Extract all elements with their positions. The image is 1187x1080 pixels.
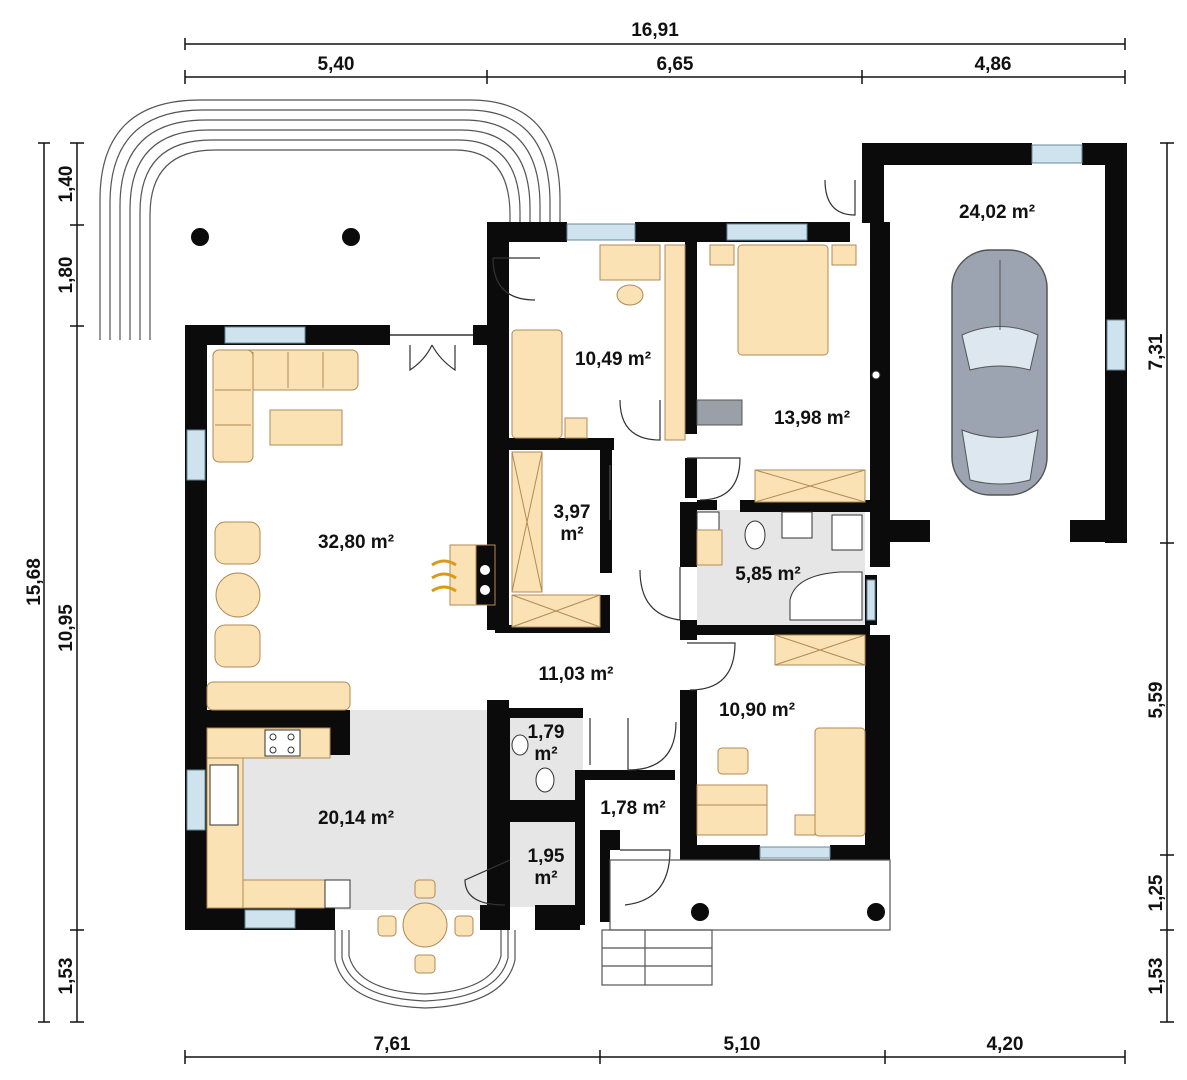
area-vestibule: 1,78 m² xyxy=(600,798,665,819)
car-icon xyxy=(951,249,1048,496)
coffee-table xyxy=(269,409,343,446)
dim-bottom-1: 7,61 xyxy=(374,1034,411,1055)
dim-bottom-3: 4,20 xyxy=(987,1034,1024,1055)
dim-top-total: 16,91 xyxy=(631,20,679,41)
area-kitchen: 20,14 m² xyxy=(318,808,394,829)
windows xyxy=(186,144,1126,929)
chair xyxy=(717,747,749,775)
kitchen-sink xyxy=(209,764,239,826)
area-garage: 24,02 m² xyxy=(959,202,1035,223)
office-bed xyxy=(511,329,563,439)
armchair xyxy=(214,521,261,565)
terrace-column xyxy=(342,228,360,246)
area-living-room: 32,80 m² xyxy=(318,532,394,553)
dim-right-1: 7,31 xyxy=(1146,333,1167,370)
doors xyxy=(390,179,856,906)
dim-top-1: 5,40 xyxy=(318,54,355,75)
dim-left-total: 15,68 xyxy=(24,558,45,606)
porch-column xyxy=(691,903,709,921)
area-pantry-number: 1,95 xyxy=(528,846,565,867)
pantry-floor xyxy=(510,822,583,907)
furniture xyxy=(206,244,866,974)
area-bedroom-2: 10,90 m² xyxy=(719,700,795,721)
dim-right-3: 1,25 xyxy=(1146,874,1167,911)
bay-window xyxy=(334,930,516,1009)
bathtub xyxy=(789,571,863,621)
breakfast-counter xyxy=(206,681,351,711)
dim-left-2: 1,80 xyxy=(56,257,77,294)
area-wardrobe-number: 3,97 xyxy=(554,502,591,523)
dim-left-1: 1,40 xyxy=(56,166,77,203)
dim-top-3: 4,86 xyxy=(975,54,1012,75)
terrace xyxy=(99,99,561,340)
dim-right-2: 5,59 xyxy=(1146,682,1167,719)
dim-left-4: 1,53 xyxy=(56,958,77,995)
single-bed xyxy=(814,727,866,837)
porch xyxy=(601,859,891,986)
dim-top-2: 6,65 xyxy=(657,54,694,75)
area-pantry-unit: m² xyxy=(534,868,557,889)
area-wc-number: 1,79 xyxy=(528,722,565,743)
area-hall: 11,03 m² xyxy=(539,664,614,685)
area-bedroom: 13,98 m² xyxy=(774,408,850,429)
desk xyxy=(696,399,743,426)
terrace-column xyxy=(191,228,209,246)
porch-column xyxy=(867,903,885,921)
area-bathroom: 5,85 m² xyxy=(735,564,800,585)
dim-bottom-2: 5,10 xyxy=(724,1034,761,1055)
area-wardrobe-unit: m² xyxy=(560,524,583,545)
fire-icon xyxy=(431,559,457,593)
armchair xyxy=(214,624,261,668)
dim-left-3: 10,95 xyxy=(56,604,77,652)
double-bed xyxy=(737,244,829,356)
boiler xyxy=(696,529,723,566)
dim-right-4: 1,53 xyxy=(1146,958,1167,995)
area-wc-unit: m² xyxy=(534,744,557,765)
light-switch-icon xyxy=(871,370,881,380)
dining-table xyxy=(402,902,448,948)
area-office: 10,49 m² xyxy=(575,349,651,370)
side-table xyxy=(215,572,261,618)
dimension-lines xyxy=(38,38,1174,1064)
